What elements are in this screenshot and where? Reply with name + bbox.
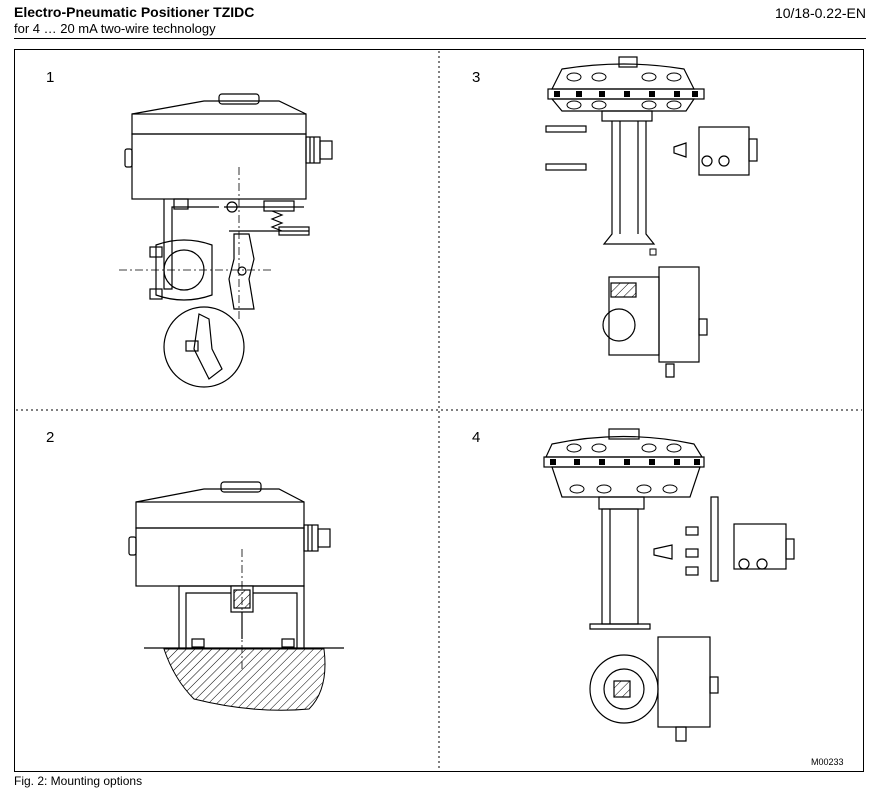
panel-number-3: 3 [472,69,480,86]
mounting-figure: 1 3 2 4 [14,49,864,772]
panel-2-mounting-surface [163,648,326,711]
figure-caption: Fig. 2: Mounting options [14,774,143,788]
header-rule [14,38,866,39]
panel-1-drawing [124,93,333,388]
panel-number-1: 1 [46,69,54,86]
document-subtitle: for 4 … 20 mA two-wire technology [14,21,216,36]
document-title: Electro-Pneumatic Positioner TZIDC [14,4,255,20]
panel-3-drawing [545,56,758,378]
panel-2-drawing [128,481,344,649]
drawing-code: M00233 [811,757,844,767]
figure-frame [14,49,864,772]
document-number: 10/18-0.22-EN [774,5,866,21]
panel-4-drawing [543,428,795,742]
panel-number-2: 2 [46,429,54,446]
panel-number-4: 4 [472,429,480,446]
